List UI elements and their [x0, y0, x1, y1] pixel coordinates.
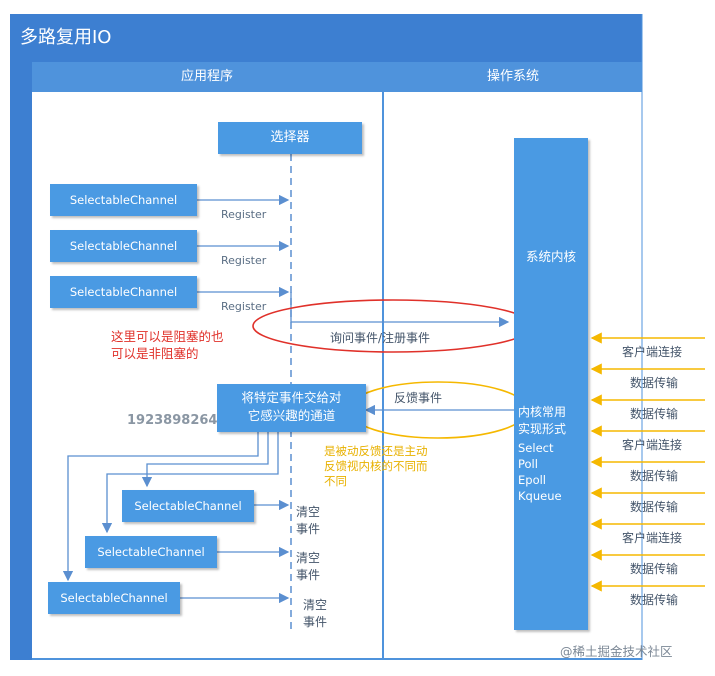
- dispatch-arrow: [101, 432, 279, 534]
- selectable-channel-box: SelectableChannel: [85, 536, 217, 568]
- client-event-label: 数据传输: [630, 376, 679, 390]
- register-label: Register: [221, 254, 267, 267]
- register-label: Register: [221, 300, 267, 313]
- client-event-label: 客户端连接: [622, 531, 683, 545]
- kernel-impl: Select: [518, 441, 554, 455]
- kernel-title: 系统内核: [525, 249, 576, 264]
- client-event-label: 数据传输: [630, 562, 679, 576]
- blocking-note: 这里可以是阻塞的也 可以是非阻塞的: [111, 329, 224, 361]
- kernel-impl: Poll: [518, 457, 538, 471]
- dispatch-box: 将特定事件交给对 它感兴趣的通道: [217, 384, 366, 432]
- selectable-channel-box: SelectableChannel: [122, 490, 254, 522]
- client-event-label: 数据传输: [630, 500, 679, 514]
- lane-header-os: 操作系统: [384, 62, 642, 92]
- system-kernel-box: 系统内核 内核常用 实现形式 Select Poll Epoll Kqueue: [514, 138, 588, 630]
- lane-os: [384, 92, 642, 660]
- lane-header-app: 应用程序: [32, 62, 382, 92]
- client-event-label: 数据传输: [630, 593, 679, 607]
- clear-event-label: 清空事件: [296, 551, 321, 582]
- selector-box: 选择器: [218, 122, 362, 154]
- kernel-impl-list: Select Poll Epoll Kqueue: [518, 440, 562, 504]
- footer-watermark: @稀土掘金技术社区: [560, 644, 673, 659]
- query-event-label: 询问事件/注册事件: [330, 331, 431, 345]
- frame-left-bar: [10, 62, 32, 660]
- client-event-arrows: [590, 332, 705, 592]
- feedback-event-label: 反馈事件: [394, 391, 443, 405]
- client-event-label: 客户端连接: [622, 345, 683, 359]
- feedback-note: 是被动反馈还是主动 反馈视内核的不同而 不同: [324, 444, 428, 488]
- clear-event-label: 清空事件: [296, 505, 321, 536]
- dispatch-arrow: [141, 432, 269, 488]
- selectable-channel-box: SelectableChannel: [50, 184, 197, 216]
- diagram-title: 多路复用IO: [10, 14, 642, 62]
- kernel-impl: Epoll: [518, 473, 546, 487]
- selectable-channel-box: SelectableChannel: [50, 276, 197, 308]
- client-event-label: 客户端连接: [622, 438, 683, 452]
- selectable-channel-box: SelectableChannel: [50, 230, 197, 262]
- register-label: Register: [221, 208, 267, 221]
- watermark-id: 1923898264: [127, 413, 218, 428]
- dispatch-arrow: [62, 432, 259, 582]
- client-event-label: 数据传输: [630, 407, 679, 421]
- kernel-subtitle: 内核常用 实现形式: [518, 405, 567, 436]
- client-event-label: 数据传输: [630, 469, 679, 483]
- kernel-impl: Kqueue: [518, 489, 562, 503]
- query-arrow: [290, 292, 510, 328]
- selectable-channel-box: SelectableChannel: [48, 582, 180, 614]
- clear-event-label: 清空事件: [303, 598, 328, 629]
